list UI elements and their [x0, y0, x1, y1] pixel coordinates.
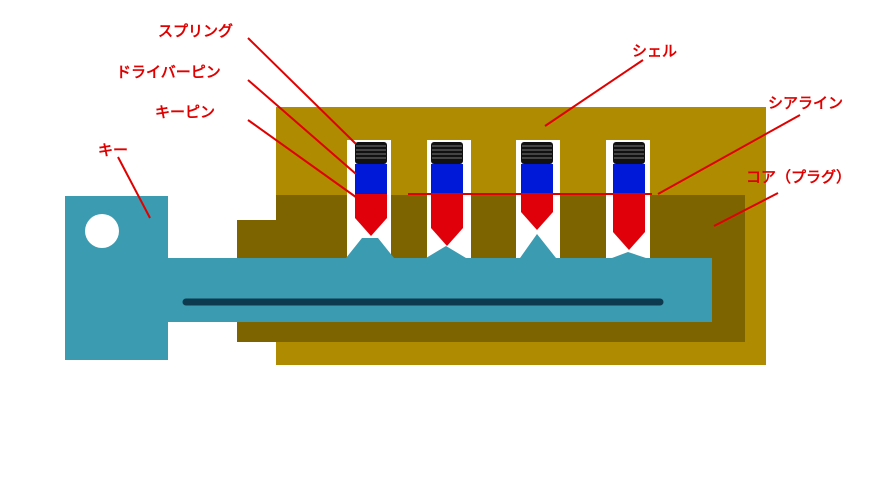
label-driver-pin: ドライバーピン	[116, 63, 221, 81]
key-pins	[355, 164, 645, 250]
key-hole	[85, 214, 119, 248]
labels: スプリング ドライバーピン キーピン キー シェル シアライン コア（プラグ）	[98, 22, 851, 186]
label-shell: シェル	[632, 42, 677, 60]
leader-key-pin	[247, 119, 361, 201]
driver-pin-1	[355, 164, 387, 194]
leader-lines	[117, 37, 801, 227]
driver-pin-4-top	[613, 164, 645, 194]
driver-pin-2	[431, 164, 463, 194]
label-shear-line: シアライン	[768, 94, 843, 112]
label-core: コア（プラグ）	[746, 168, 851, 186]
springs	[355, 142, 645, 164]
label-spring: スプリング	[158, 22, 233, 40]
driver-pin-3	[521, 164, 553, 194]
key	[65, 196, 712, 360]
spring-1	[355, 142, 387, 164]
label-key: キー	[98, 141, 128, 159]
leader-spring	[247, 37, 357, 145]
leader-driver-pin	[247, 79, 357, 175]
leader-shear-line	[657, 114, 801, 195]
key-pin-1	[355, 194, 387, 236]
label-key-pin: キーピン	[155, 103, 215, 121]
key-pin-2	[431, 194, 463, 246]
key-body	[65, 196, 712, 360]
leader-core	[713, 192, 779, 227]
spring-3	[521, 142, 553, 164]
leader-key	[117, 156, 151, 219]
spring-4	[613, 142, 645, 164]
key-pin-3	[521, 194, 553, 230]
leader-shell	[544, 59, 644, 127]
spring-2	[431, 142, 463, 164]
